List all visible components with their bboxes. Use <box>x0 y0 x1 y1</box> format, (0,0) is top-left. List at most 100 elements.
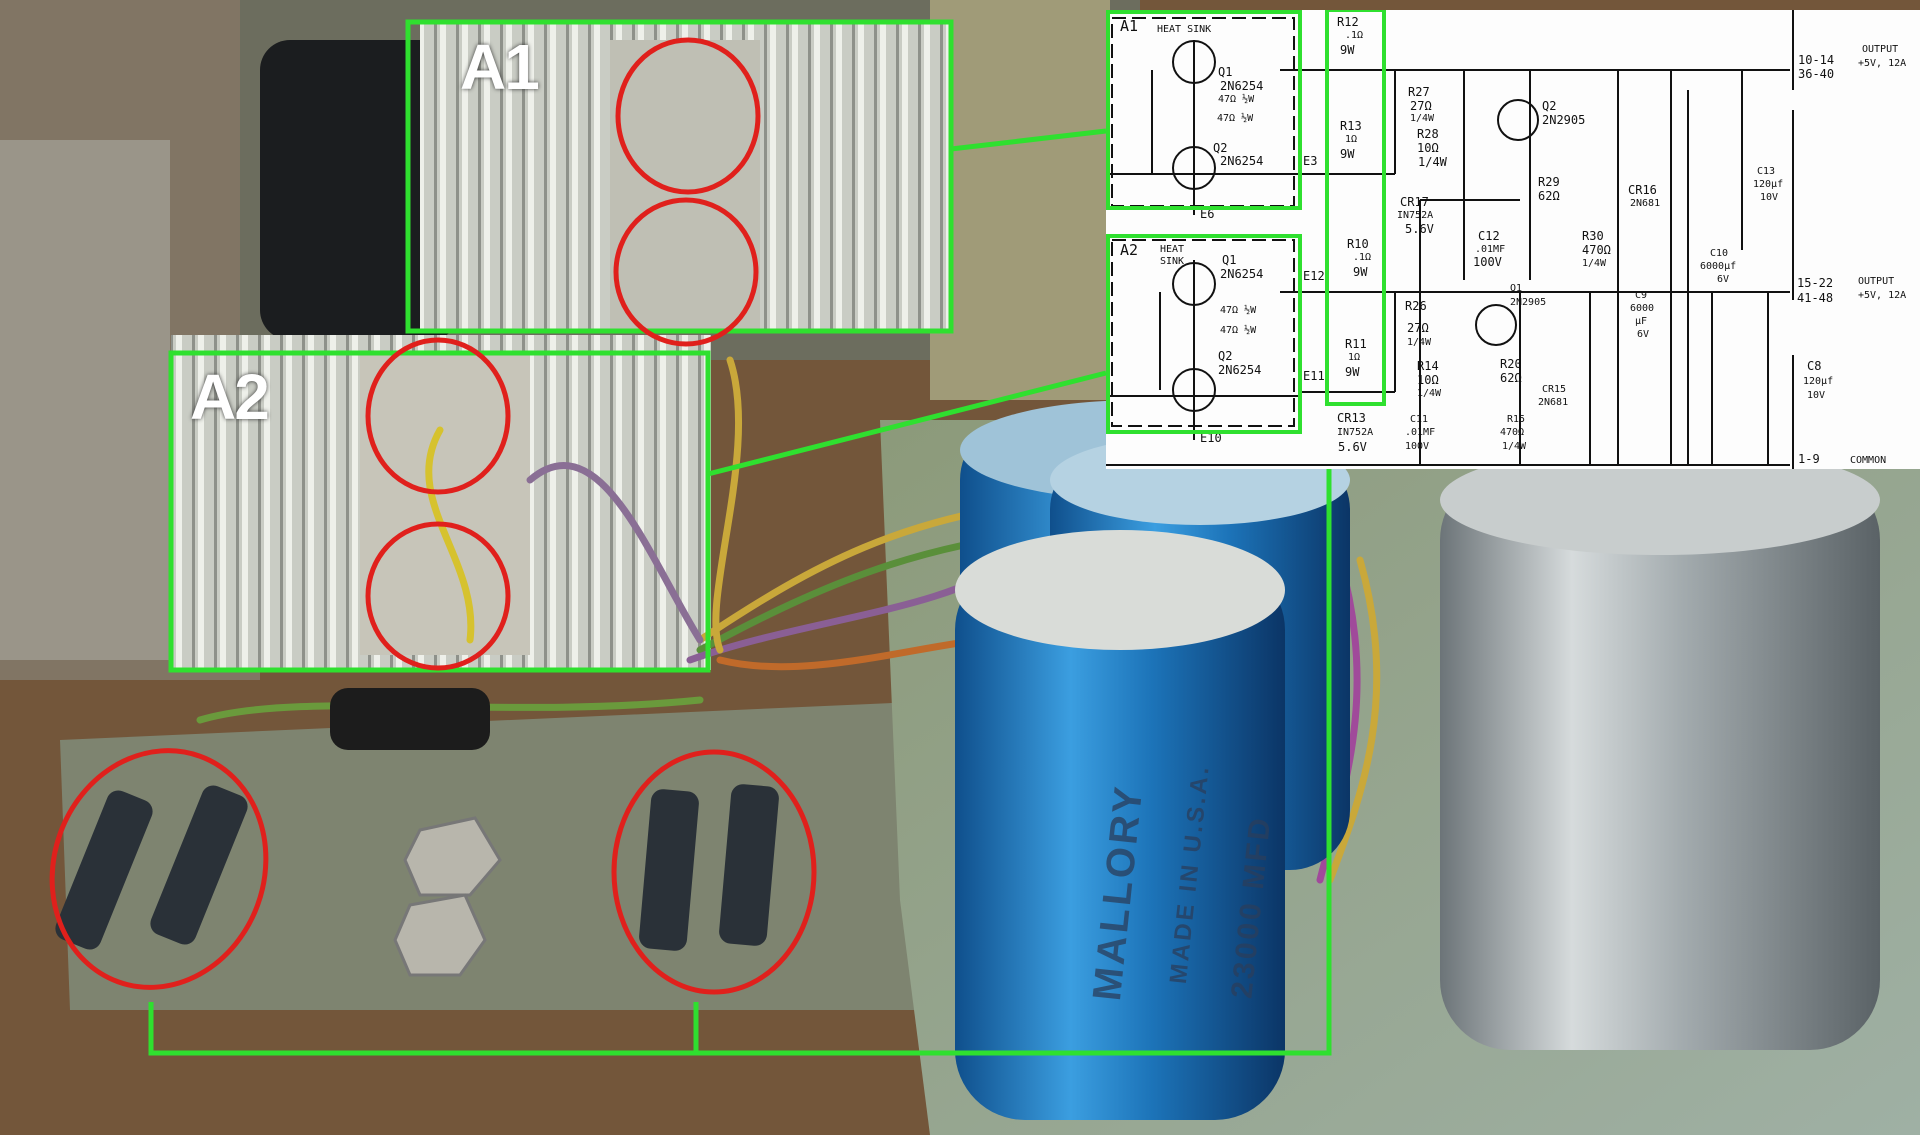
a1-resistor-a: 47Ω ½W <box>1218 94 1255 105</box>
a1-title: HEAT SINK <box>1157 24 1212 35</box>
r10-value: .1Ω <box>1353 252 1372 263</box>
r27-name: R27 <box>1408 85 1430 99</box>
schematic-inset: A1 HEAT SINK Q1 2N6254 47Ω ½W 47Ω ½W Q2 … <box>1106 10 1920 469</box>
cr15-name: CR15 <box>1542 384 1567 395</box>
q2-part: 2N2905 <box>1542 113 1586 127</box>
cr17-name: CR17 <box>1400 195 1429 209</box>
c9-name: C9 <box>1635 290 1648 301</box>
c12-name: C12 <box>1478 229 1500 243</box>
r20-value: 62Ω <box>1500 371 1522 385</box>
r13-value: 1Ω <box>1345 134 1358 145</box>
a2-resistor-a: 47Ω ½W <box>1220 305 1257 316</box>
a2-q2: Q2 <box>1218 349 1233 363</box>
a2-q1: Q1 <box>1222 253 1237 267</box>
r15-power: 1/4W <box>1502 441 1527 452</box>
c10-voltage: 6V <box>1717 274 1730 285</box>
output1-label: OUTPUT <box>1862 44 1899 55</box>
r11-value: 1Ω <box>1348 352 1361 363</box>
c9-unit: µF <box>1635 316 1648 327</box>
output2-pins-b: 41-48 <box>1797 291 1834 305</box>
resistor-bracket <box>148 404 1332 1056</box>
r12-power: 9W <box>1340 43 1355 57</box>
a1-q1-part: 2N6254 <box>1220 79 1264 93</box>
c11-voltage: 100V <box>1405 441 1430 452</box>
a1-resistor-circle-top <box>615 37 761 195</box>
cr17-part: IN752A <box>1397 210 1434 221</box>
a1-e3: E3 <box>1303 154 1318 168</box>
q1-part: 2N2905 <box>1510 297 1547 308</box>
r10-name: R10 <box>1347 237 1369 251</box>
r11-name: R11 <box>1345 337 1367 351</box>
a2-q1-part: 2N6254 <box>1220 267 1264 281</box>
r11-power: 9W <box>1345 365 1360 379</box>
a1-q2: Q2 <box>1213 141 1228 155</box>
a1-q2-part: 2N6254 <box>1220 154 1264 168</box>
r27-value: 27Ω <box>1410 99 1432 113</box>
r30-power: 1/4W <box>1582 258 1607 269</box>
output2-pins-a: 15-22 <box>1797 276 1834 290</box>
r26-name: R26 <box>1405 299 1427 313</box>
c8-name: C8 <box>1807 359 1822 373</box>
c11-value: .01MF <box>1405 427 1436 438</box>
r10-power: 9W <box>1353 265 1368 279</box>
c10-name: C10 <box>1710 248 1729 259</box>
a1-callout-line <box>950 128 1107 152</box>
r14-value: 10Ω <box>1417 373 1439 387</box>
r13-power: 9W <box>1340 147 1355 161</box>
c13-voltage: 10V <box>1760 192 1779 203</box>
c12-value: .01MF <box>1475 244 1506 255</box>
r29-value: 62Ω <box>1538 189 1560 203</box>
a1-box-label: A1 <box>1120 17 1139 35</box>
c8-value: 120µf <box>1803 376 1834 387</box>
r14-name: R14 <box>1417 359 1439 373</box>
output1-spec: +5V, 12A <box>1858 58 1907 69</box>
r12-value: .1Ω <box>1345 30 1364 41</box>
a2-label: A2 <box>190 361 270 433</box>
cr13-value: 5.6V <box>1338 440 1367 454</box>
a2-resistor-circle-top <box>365 337 511 495</box>
r30-name: R30 <box>1582 229 1604 243</box>
r28-power: 1/4W <box>1418 155 1447 169</box>
r28-value: 10Ω <box>1417 141 1439 155</box>
common-label: COMMON <box>1850 455 1887 466</box>
r12-r13-circle <box>611 749 817 995</box>
r28-name: R28 <box>1417 127 1439 141</box>
cr13-name: CR13 <box>1337 411 1366 425</box>
c9-value: 6000 <box>1630 303 1655 314</box>
c11-name: C11 <box>1410 414 1429 425</box>
a1-resistor-b: 47Ω ½W <box>1217 113 1254 124</box>
cr17-value: 5.6V <box>1405 222 1434 236</box>
common-pins: 1-9 <box>1798 452 1820 466</box>
output1-pins-a: 10-14 <box>1798 53 1835 67</box>
r10-r11-circle <box>49 748 269 990</box>
c13-value: 120µf <box>1753 179 1784 190</box>
a2-resistor-b: 47Ω ½W <box>1220 325 1257 336</box>
c13-name: C13 <box>1757 166 1776 177</box>
r30-value: 470Ω <box>1582 243 1611 257</box>
c12-voltage: 100V <box>1473 255 1502 269</box>
r20-name: R20 <box>1500 357 1522 371</box>
a1-resistor-circle-bottom <box>613 197 759 347</box>
a1-e6: E6 <box>1200 207 1215 221</box>
output2-label: OUTPUT <box>1858 276 1895 287</box>
output1-pins-b: 36-40 <box>1798 67 1835 81</box>
a2-resistor-circle-bottom <box>365 521 511 671</box>
cr15-part: 2N681 <box>1538 397 1569 408</box>
cr16-name: CR16 <box>1628 183 1657 197</box>
q1-name: Q1 <box>1510 283 1523 294</box>
cr16-part: 2N681 <box>1630 198 1661 209</box>
a2-q2-part: 2N6254 <box>1218 363 1262 377</box>
q2-name: Q2 <box>1542 99 1557 113</box>
c8-voltage: 10V <box>1807 390 1826 401</box>
r29-name: R29 <box>1538 175 1560 189</box>
a2-e11: E11 <box>1303 369 1325 383</box>
c10-value: 6000µf <box>1700 261 1737 272</box>
r27-power: 1/4W <box>1410 113 1435 124</box>
r15-value: 470Ω <box>1500 427 1525 438</box>
r26-power: 1/4W <box>1407 337 1432 348</box>
a2-callout-line <box>707 370 1107 477</box>
c9-voltage: 6V <box>1637 329 1650 340</box>
a1-highlight-box <box>405 19 954 334</box>
r26-value: 27Ω <box>1407 321 1429 335</box>
